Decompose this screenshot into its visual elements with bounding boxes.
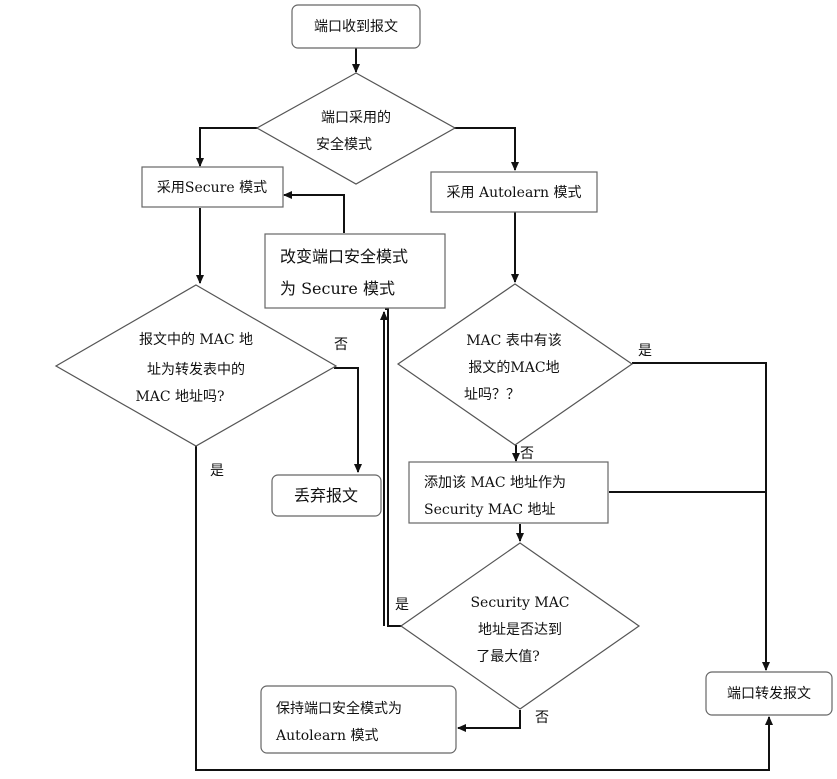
change-mode-line-1: 改变端口安全模式 bbox=[280, 247, 408, 266]
label-yes-forward-right: 是 bbox=[638, 343, 652, 359]
node-decision-mode: 端口采用的 安全模式 bbox=[255, 72, 457, 185]
edge-table-yes-to-forward bbox=[632, 362, 770, 671]
edge-mode-to-secure bbox=[196, 127, 258, 167]
edge-change-to-secure bbox=[283, 191, 345, 233]
label-no-discard: 否 bbox=[334, 337, 348, 353]
node-start: 端口收到报文 bbox=[291, 4, 421, 49]
label-no-add: 否 bbox=[520, 446, 534, 462]
node-decision-max: Security MAC 地址是否达到 了最大值? bbox=[399, 542, 641, 710]
node-secure-mode: 采用Secure 模式 bbox=[141, 166, 284, 208]
node-change-mode: 改变端口安全模式 为 Secure 模式 bbox=[264, 233, 446, 309]
decision-max-line-2: 地址是否达到 bbox=[478, 622, 562, 638]
node-secure-mode-label: 采用Secure 模式 bbox=[157, 180, 267, 196]
label-yes-change: 是 bbox=[395, 597, 409, 613]
node-discard-label: 丢弃报文 bbox=[294, 486, 358, 505]
change-mode-line-2: 为 Secure 模式 bbox=[280, 279, 395, 298]
add-security-mac-line-1: 添加该 MAC 地址作为 bbox=[424, 475, 566, 491]
edge-check-no-to-discard bbox=[334, 367, 362, 473]
node-add-security-mac: 添加该 MAC 地址作为 Security MAC 地址 bbox=[408, 461, 609, 524]
node-decision-mac-table: MAC 表中有该 报文的MAC地 址吗？？ bbox=[396, 283, 634, 446]
edge-max-no-to-keep bbox=[457, 710, 521, 732]
decision-mode-line-1: 端口采用的 bbox=[321, 110, 391, 126]
label-yes-forward-left: 是 bbox=[210, 463, 224, 479]
label-no-keep: 否 bbox=[535, 710, 549, 726]
add-security-mac-line-2: Security MAC 地址 bbox=[424, 502, 556, 518]
decision-mac-table-line-2: 报文的MAC地 bbox=[468, 360, 559, 376]
decision-max-line-3: 了最大值? bbox=[476, 649, 540, 665]
keep-mode-line-1: 保持端口安全模式为 bbox=[276, 700, 402, 717]
decision-mac-forward-line-2: 址为转发表中的 bbox=[147, 362, 245, 378]
node-decision-mac-forward: 报文中的 MAC 地 址为转发表中的 MAC 地址吗? bbox=[54, 284, 338, 447]
decision-mac-table-line-3: 址吗？？ bbox=[464, 387, 520, 403]
node-forward: 端口转发报文 bbox=[705, 671, 833, 716]
keep-mode-line-2: Autolearn 模式 bbox=[275, 728, 378, 744]
decision-max-line-1: Security MAC bbox=[470, 595, 569, 611]
node-discard: 丢弃报文 bbox=[271, 474, 382, 517]
node-autolearn-mode-label: 采用 Autolearn 模式 bbox=[447, 185, 582, 201]
decision-mode-line-2: 安全模式 bbox=[316, 136, 372, 153]
edge-max-yes-line bbox=[385, 308, 403, 627]
decision-mac-table-line-1: MAC 表中有该 bbox=[466, 333, 562, 349]
node-start-label: 端口收到报文 bbox=[314, 19, 398, 35]
connectors bbox=[195, 48, 773, 771]
node-autolearn-mode: 采用 Autolearn 模式 bbox=[430, 171, 598, 213]
edge-mode-to-autolearn bbox=[454, 127, 519, 171]
decision-mac-forward-line-3: MAC 地址吗? bbox=[135, 389, 224, 405]
node-keep-mode: 保持端口安全模式为 Autolearn 模式 bbox=[260, 685, 457, 754]
node-forward-label: 端口转发报文 bbox=[727, 686, 811, 702]
decision-mac-forward-line-1: 报文中的 MAC 地 bbox=[139, 332, 253, 348]
edge-check-yes-to-forward bbox=[195, 445, 773, 771]
